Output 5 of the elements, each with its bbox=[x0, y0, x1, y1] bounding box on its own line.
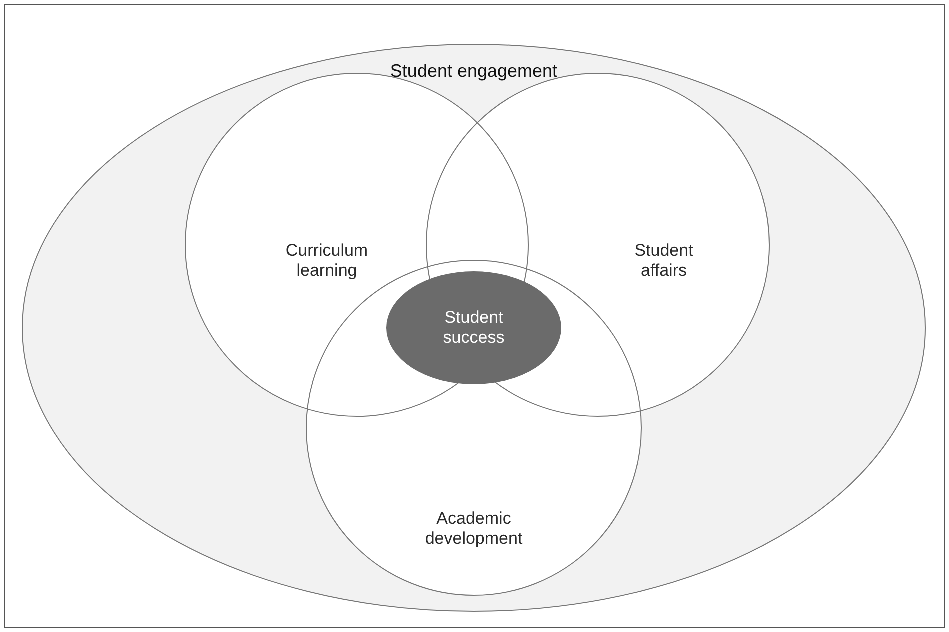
circle-label: Student affairs bbox=[634, 241, 694, 281]
circle-label: Academic development bbox=[424, 509, 524, 549]
circle-label: Curriculum learning bbox=[284, 241, 370, 281]
circle-label: Student success bbox=[442, 308, 506, 348]
ellipse-label: Student engagement bbox=[389, 61, 559, 81]
